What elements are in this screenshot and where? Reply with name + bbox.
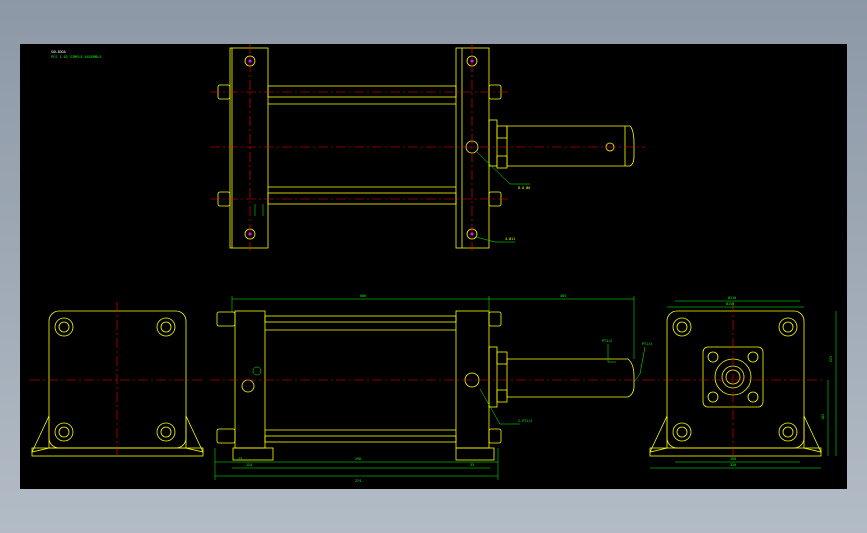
front-dimensions [214, 296, 646, 480]
front-view [216, 310, 635, 461]
front-right-flange [455, 310, 490, 449]
title-block: SOLIDDA PCS 1.02 SIMPLE-ASSEMBLE [51, 50, 102, 60]
right-base [649, 447, 822, 457]
label-leader-lower: 4-Ø11 [505, 236, 515, 241]
top-tie-rod-upper [267, 85, 457, 98]
dim-port: 2-PT1/2 [518, 419, 532, 423]
front-foot-left [232, 447, 274, 461]
left-base [31, 447, 204, 457]
leader-lower [475, 236, 515, 243]
top-hole-marks [248, 59, 474, 236]
dim-right-base1: 190 [730, 457, 736, 461]
left-view [31, 310, 204, 457]
dim-right-top1: Ø110 [728, 295, 736, 300]
dim-right-top2: Ø150 [726, 301, 734, 306]
dim-right-base2: 320 [730, 463, 736, 467]
dim-right: 33 [470, 463, 474, 467]
dim-right-height2: 185 [821, 414, 825, 420]
leader-upper [476, 151, 530, 185]
cad-drawing: 8-8 Ø6 4-Ø11 [30, 44, 837, 483]
top-right-flange [455, 47, 490, 249]
drawing-canvas[interactable]: SOLIDDA PCS 1.02 SIMPLE-ASSEMBLE [20, 44, 847, 489]
right-centerlines [645, 302, 825, 456]
label-leader-upper: 8-8 Ø6 [518, 185, 530, 190]
title-line-2: PCS 1.02 SIMPLE-ASSEMBLE [51, 55, 102, 59]
left-centerlines [30, 302, 205, 456]
left-plate [48, 310, 187, 449]
dim-end: PT1/2 [642, 342, 652, 346]
top-piston-rod [506, 125, 635, 167]
top-left-flange [229, 47, 269, 249]
front-foot-right [455, 447, 495, 461]
right-plate [666, 310, 805, 449]
right-view [649, 310, 822, 457]
dim-left-a: 33 [238, 457, 242, 461]
dim-left-b: 124 [246, 463, 252, 467]
top-view [217, 47, 635, 249]
front-piston-rod [506, 358, 635, 398]
dim-base: 274 [355, 479, 361, 483]
dim-right-height1: 225 [829, 356, 833, 362]
title-line-1: SOLIDDA [51, 50, 66, 54]
front-left-flange [234, 310, 266, 449]
dim-tip: PT1/2 [602, 339, 612, 343]
top-centerlines [210, 44, 645, 251]
top-tie-rod-lower [267, 192, 457, 205]
dim-span: 296 [355, 457, 361, 461]
dim-overall: 606 [360, 294, 366, 298]
dim-rod: 485 [560, 294, 566, 298]
right-dimensions [650, 300, 837, 469]
